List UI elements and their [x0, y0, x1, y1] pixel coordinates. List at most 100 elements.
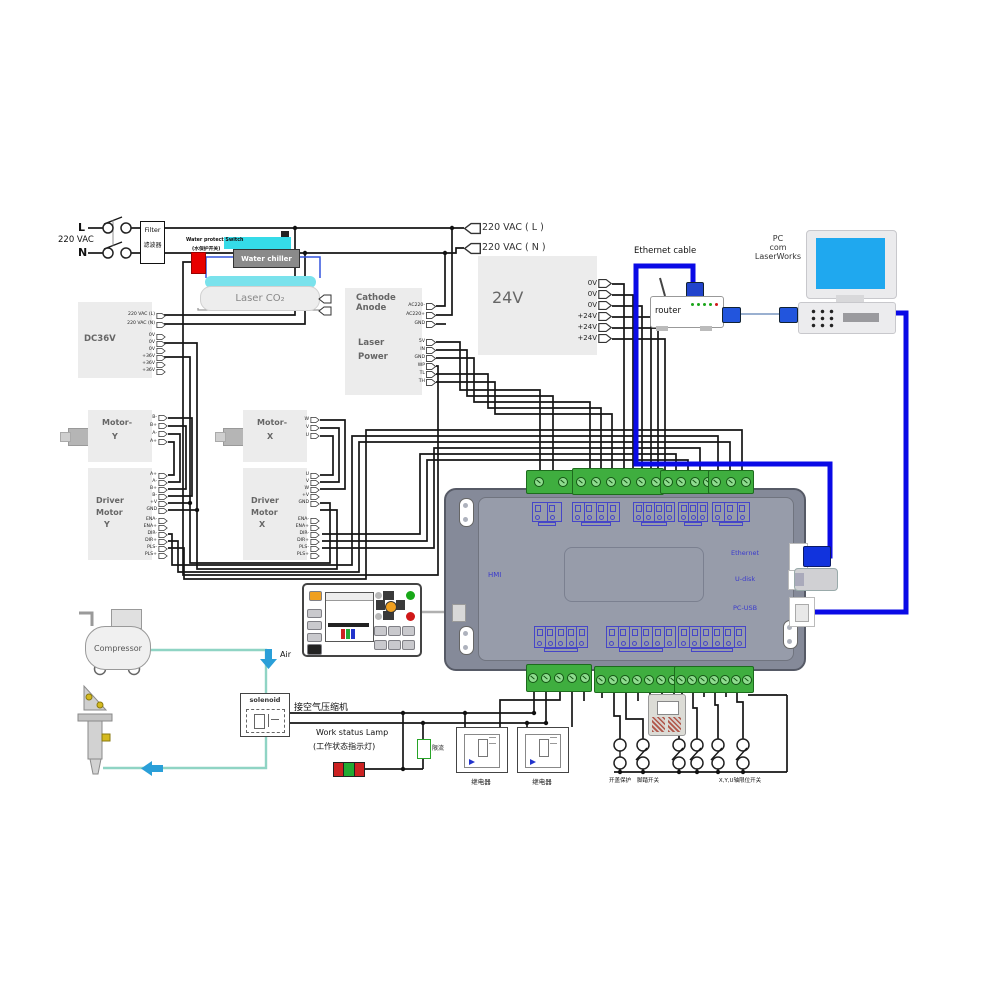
hmi-button: [402, 640, 415, 650]
foot-switch-device: [648, 694, 686, 736]
hmi-enter-button: [385, 601, 397, 613]
hmi-button: [388, 626, 401, 636]
pin: TL: [362, 370, 436, 378]
hmi-button: [374, 640, 387, 650]
pc-drive-slot: [843, 313, 879, 322]
hmi-right-button: [396, 600, 405, 610]
pin: V: [262, 479, 320, 486]
pc-vents: [809, 308, 835, 329]
usb-stick: [794, 568, 838, 591]
air-arrow-left: [141, 761, 163, 776]
router-foot: [656, 326, 668, 331]
driver-x-label3: X: [259, 520, 266, 529]
pin: 220 VAC ( N ): [464, 238, 594, 258]
router-led: [715, 303, 718, 306]
hmi-button: [307, 633, 322, 642]
router-foot: [700, 326, 712, 331]
pin: ENA+: [262, 524, 320, 531]
pin: GND: [362, 354, 436, 362]
pin: DIR+: [262, 538, 320, 545]
mains-voltage-label: 220 VAC: [58, 235, 94, 245]
driver-y-label1: Driver: [96, 496, 124, 505]
pin: W: [262, 486, 320, 493]
pin: U: [272, 432, 320, 440]
hmi-reset-button: [309, 591, 322, 601]
mounting-slot: [459, 498, 474, 527]
router-led: [691, 303, 694, 306]
pin: 0V: [112, 340, 166, 347]
router-label: router: [655, 306, 681, 316]
usb-cable: [813, 310, 909, 615]
current-limit-label: 限流: [432, 745, 445, 752]
terminal-block-bottom: [674, 666, 754, 693]
motor-x-shaft-tip: [215, 432, 226, 442]
driver-y-signal-pins: ENA-ENA+DIR-DIR+PLS-PLS+: [110, 517, 168, 559]
driver-x-box: Driver Motor X: [243, 468, 307, 560]
dc36-box: DC36V: [78, 302, 152, 378]
solenoid-box: solenoid: [240, 693, 290, 737]
hmi-button: [307, 621, 322, 630]
pin: 0V: [112, 347, 166, 354]
current-limit-resistor: [417, 739, 431, 759]
pin: 220 VAC (L): [62, 311, 166, 320]
motor-y-pins: B-B+A-A+: [118, 414, 168, 446]
pin: DIR+: [110, 538, 168, 545]
pin: ENA-: [262, 517, 320, 524]
connector-print: [532, 502, 562, 526]
connector-print: [678, 502, 708, 526]
pin: PLS-: [262, 545, 320, 552]
pin: WP: [362, 362, 436, 370]
driver-y-label2: Motor: [96, 508, 123, 517]
hmi-button: [388, 640, 401, 650]
cover-switch-label: 开盖保护: [608, 778, 631, 784]
water-chiller-label: Water chiller: [241, 254, 292, 263]
motor-y-label2: Y: [112, 432, 118, 441]
terminal-block-bottom: [526, 664, 592, 692]
router-antenna: [659, 277, 666, 297]
laser-psu-box: [345, 288, 422, 395]
hmi-corner-button: [375, 613, 382, 620]
compressor-note: 接空气压缩机: [294, 703, 349, 713]
pc-monitor: [806, 230, 897, 299]
pin: AC220+: [362, 311, 436, 320]
pc-base: [798, 302, 896, 334]
terminal-block-bottom: [594, 666, 680, 693]
pin: DIR-: [110, 531, 168, 538]
pc-label2: com: [769, 243, 787, 252]
driver-x-label1: Driver: [251, 496, 279, 505]
pc-screen: [816, 238, 885, 289]
pc-stand: [836, 295, 864, 303]
pin: DIR-: [262, 531, 320, 538]
lamp-label2: (工作状态指示灯): [313, 742, 376, 751]
patch-plug-left: [722, 307, 741, 323]
water-protect-connector: [191, 252, 206, 274]
foot-switch-label: 脚踏开关: [636, 778, 659, 784]
laser-ac-pins: AC220-AC220+GND: [362, 302, 436, 329]
lamp-label1: Work status Lamp: [316, 728, 389, 737]
solenoid-valve-icon: [246, 709, 285, 733]
pin: B+: [118, 422, 168, 430]
pcusb-socket: [795, 604, 809, 622]
controller-panel: [478, 497, 794, 661]
patch-plug-right: [779, 307, 798, 323]
connector-print: [678, 626, 746, 652]
pin: PLS+: [110, 552, 168, 559]
filter-box: Filter 滤波器: [140, 221, 165, 264]
mains-connectors: 220 VAC ( L )220 VAC ( N ): [464, 218, 594, 258]
hmi-button: [374, 626, 387, 636]
hmi-corner-button: [375, 592, 382, 599]
terminal-block-top: [708, 470, 754, 494]
relay-2: [517, 727, 569, 773]
pin: B-: [118, 414, 168, 422]
pin: +V: [110, 500, 168, 507]
air-arrow-down: [260, 649, 277, 669]
ethernet-port-label: Ethernet: [731, 549, 759, 557]
motor-y-shaft-tip: [60, 432, 71, 442]
hmi-screen: [325, 592, 374, 642]
pin: +36V: [112, 361, 166, 368]
pin: 5V: [362, 338, 436, 346]
